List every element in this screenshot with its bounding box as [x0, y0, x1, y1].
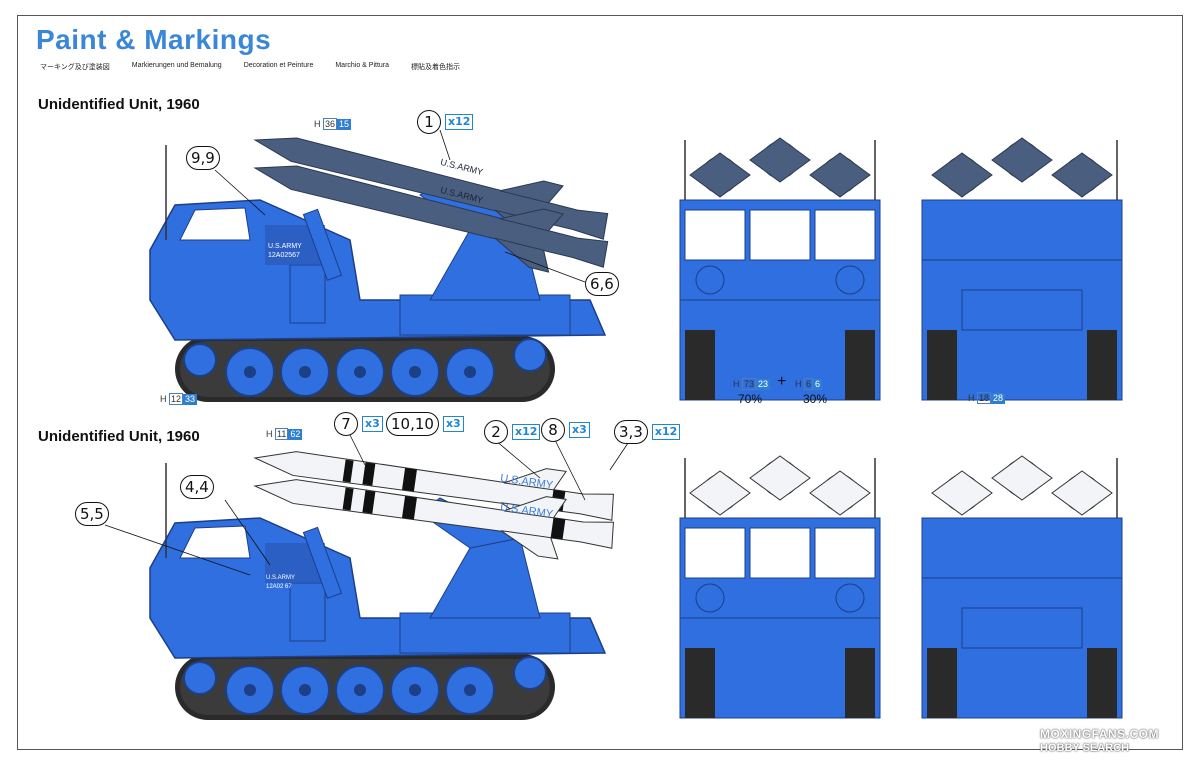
watermark-line-2: HOBBY SEARCH	[1040, 742, 1130, 754]
percent-70: 70%	[738, 392, 763, 406]
page-title: Paint & Markings	[36, 24, 272, 55]
plus-sign: +	[777, 373, 787, 390]
vehicle-marking-2b: 12A02 67	[266, 584, 292, 590]
vehicle-marking-2a: U.S.ARMY	[266, 575, 296, 581]
subtitle-row: マーキング及び塗装図 Markierungen und Bemalung Dec…	[40, 62, 460, 72]
callout-6: 6,6	[585, 272, 619, 296]
watermark-line-1: MOXINGFANS.COM	[1040, 727, 1160, 741]
section-heading-1: Unidentified Unit, 1960	[38, 96, 200, 113]
percent-30: 30%	[803, 392, 828, 406]
subtitle-fr: Decoration et Peinture	[243, 62, 314, 69]
subtitle-cn: 標貼及着色指示	[411, 64, 461, 71]
side-view-2	[149, 427, 619, 721]
callout-9: 9,9	[186, 146, 220, 170]
vehicle-marking-1b: 12A02567	[268, 252, 300, 259]
callout-4: 4,4	[180, 475, 214, 499]
page-frame	[17, 15, 1183, 750]
rear-view-1	[921, 137, 1123, 401]
subtitle-jp: マーキング及び塗装図	[40, 64, 110, 71]
front-view-2	[679, 455, 881, 719]
vehicle-marking-1a: U.S.ARMY	[268, 243, 302, 250]
rear-view-2	[921, 455, 1123, 719]
subtitle-it: Marchio & Pittura	[335, 62, 390, 69]
section-heading-2: Unidentified Unit, 1960	[38, 428, 200, 445]
front-view-1	[679, 137, 881, 401]
callout-5: 5,5	[75, 502, 109, 526]
subtitle-de: Markierungen und Bemalung	[131, 62, 222, 69]
